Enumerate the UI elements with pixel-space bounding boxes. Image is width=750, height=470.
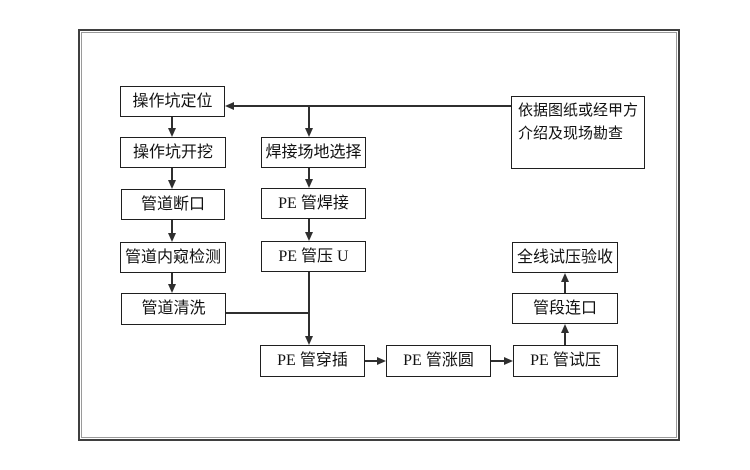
arrowhead-down-icon	[168, 128, 176, 137]
node-pipe-segment-connection: 管段连口	[512, 293, 618, 324]
diagram-frame-inner-border	[81, 32, 677, 438]
connector-survey-branch-to-welding-site-line	[308, 105, 310, 129]
node-welding-site-selection: 焊接场地选择	[261, 137, 366, 168]
arrowhead-right-icon	[377, 357, 386, 365]
node-pe-pipe-welding: PE 管焊接	[261, 188, 366, 219]
connector-segment-connection-to-acceptance-line	[564, 282, 566, 293]
node-pe-pipe-rounding: PE 管涨圆	[386, 345, 491, 377]
node-full-line-acceptance: 全线试压验收	[512, 242, 618, 273]
arrowhead-down-icon	[305, 232, 313, 241]
node-pit-positioning: 操作坑定位	[120, 86, 225, 117]
arrowhead-down-icon	[168, 180, 176, 189]
connector-pit-positioning-to-excavation-line	[171, 117, 173, 128]
node-survey-note: 依据图纸或经甲方 介绍及现场勘查	[511, 96, 645, 169]
connector-insertion-to-rounding-line	[365, 360, 377, 362]
arrowhead-up-icon	[561, 273, 569, 282]
arrowhead-left-icon	[225, 102, 234, 110]
node-pipe-cleaning: 管道清洗	[121, 293, 226, 325]
arrowhead-down-icon	[168, 233, 176, 242]
arrowhead-up-icon	[561, 324, 569, 333]
connector-inspection-to-cleaning-line	[171, 273, 173, 284]
node-pe-pipe-insertion: PE 管穿插	[260, 345, 365, 377]
arrowhead-right-icon	[504, 357, 513, 365]
node-pe-pipe-pressure-test: PE 管试压	[513, 345, 618, 377]
node-pe-pipe-u-pressing: PE 管压 U	[261, 241, 366, 272]
connector-welding-site-to-pe-welding-line	[308, 168, 310, 179]
arrowhead-down-icon	[305, 179, 313, 188]
arrowhead-down-icon	[168, 284, 176, 293]
connector-survey-to-pit-positioning-line	[234, 105, 511, 107]
connector-excavation-to-pipe-cut-line	[171, 168, 173, 180]
connector-rounding-to-pressure-test-line	[491, 360, 504, 362]
connector-u-pressing-to-insertion-line	[308, 272, 310, 336]
arrowhead-down-icon	[305, 336, 313, 345]
connector-pressure-test-to-segment-connection-line	[564, 333, 566, 345]
connector-cleaning-to-insertion-line	[226, 312, 310, 314]
arrowhead-down-icon	[305, 128, 313, 137]
node-pipe-cut: 管道断口	[121, 189, 225, 220]
node-pit-excavation: 操作坑开挖	[120, 137, 226, 168]
node-pipe-internal-inspection: 管道内窥检测	[120, 242, 226, 273]
connector-pipe-cut-to-inspection-line	[171, 220, 173, 233]
connector-pe-welding-to-u-pressing-line	[308, 219, 310, 232]
